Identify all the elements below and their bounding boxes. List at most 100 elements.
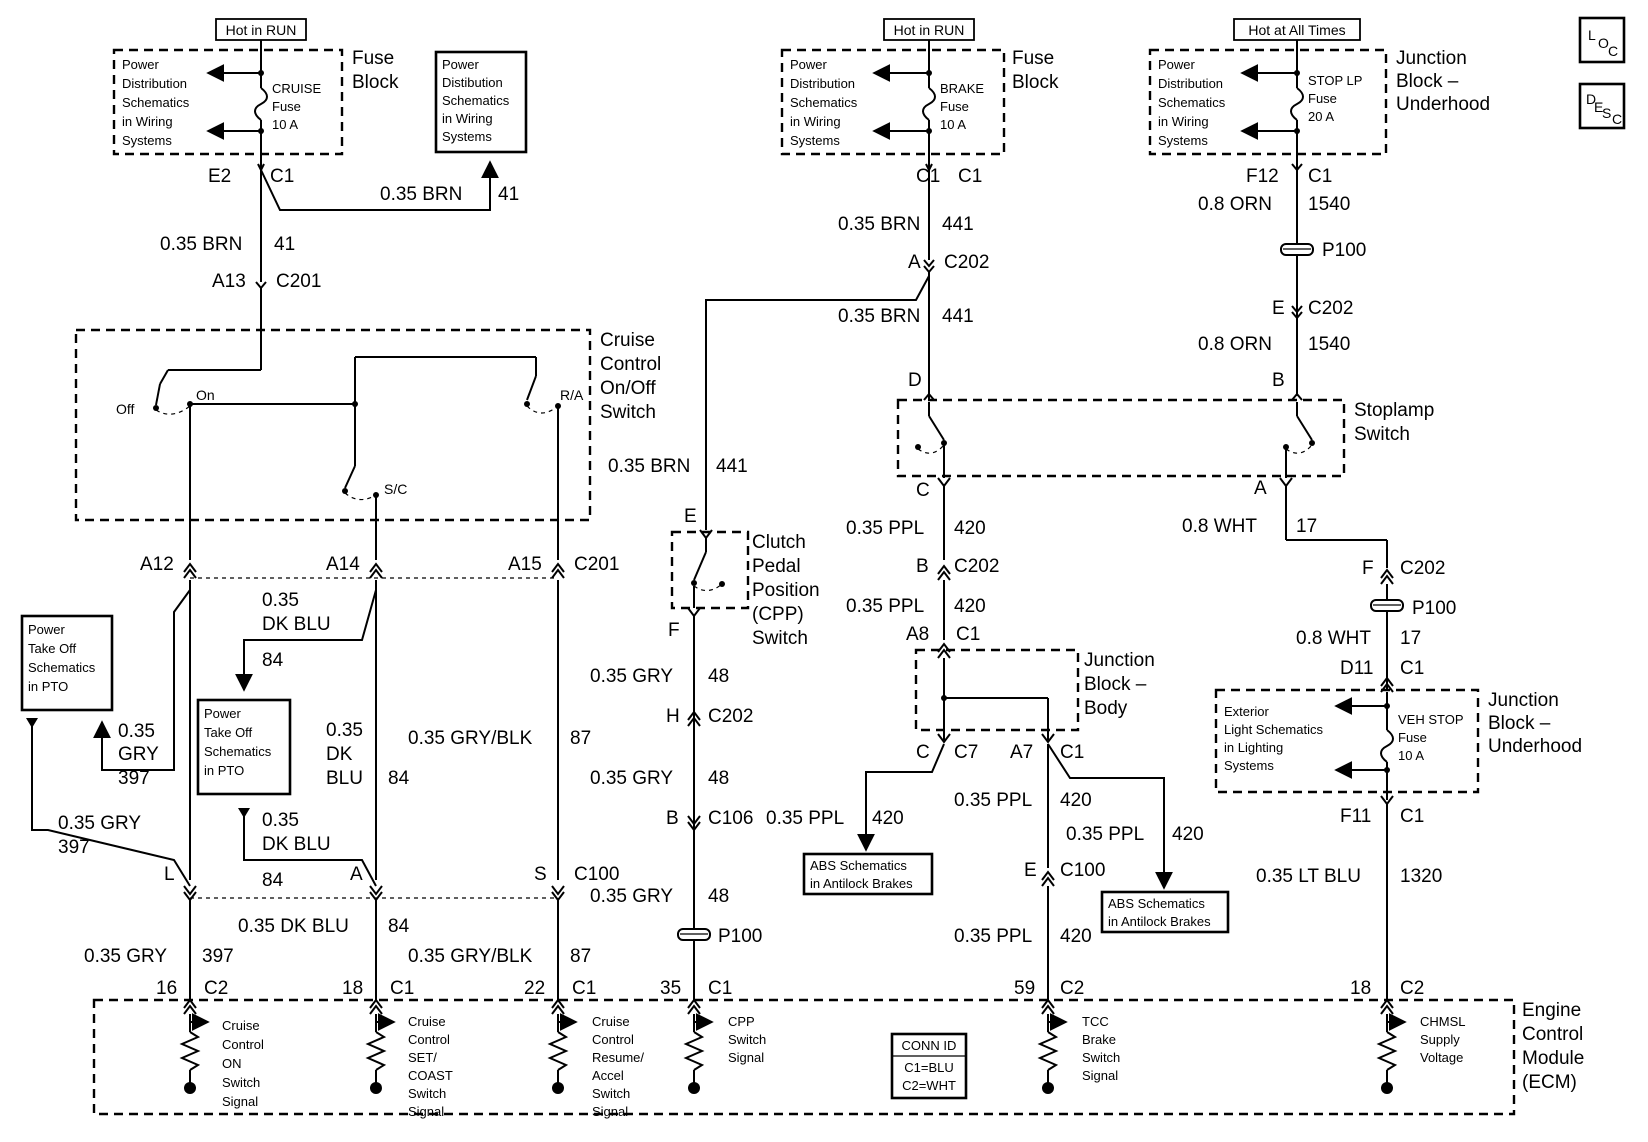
svg-text:18: 18 — [342, 978, 363, 999]
svg-text:On/Off: On/Off — [600, 378, 656, 399]
svg-text:Systems: Systems — [122, 133, 172, 148]
svg-text:A: A — [350, 864, 363, 885]
svg-text:48: 48 — [708, 768, 729, 789]
svg-text:GRY: GRY — [118, 744, 159, 765]
fuse-block-2: Fuse Block Power Distribution Schematics… — [780, 48, 1059, 170]
abs-ref-box-1[interactable]: ABS Schematics in Antilock Brakes — [802, 852, 934, 896]
svg-text:A12: A12 — [140, 554, 174, 575]
abs-ref-box-2[interactable]: ABS Schematics in Antilock Brakes — [1100, 890, 1230, 934]
svg-text:in Wiring: in Wiring — [122, 114, 173, 129]
svg-text:in Lighting: in Lighting — [1224, 740, 1283, 755]
svg-text:0.35 GRY: 0.35 GRY — [84, 946, 167, 967]
svg-text:20 A: 20 A — [1308, 109, 1334, 124]
svg-text:0.8 WHT: 0.8 WHT — [1296, 628, 1371, 649]
svg-text:SET/: SET/ — [408, 1050, 437, 1065]
pto-ref-box-mid[interactable]: Power Take Off Schematics in PTO — [196, 698, 292, 796]
svg-text:C202: C202 — [944, 252, 989, 273]
svg-text:10 A: 10 A — [1398, 748, 1424, 763]
svg-text:On: On — [196, 387, 215, 403]
svg-text:441: 441 — [942, 214, 974, 235]
ecm-pin-22: Cruise Control Resume/ Accel Switch Sign… — [547, 998, 644, 1119]
svg-text:S/C: S/C — [384, 481, 407, 497]
svg-text:35: 35 — [660, 978, 681, 999]
junction-block-body: Junction Block – Body — [914, 648, 1155, 732]
svg-text:0.8 ORN: 0.8 ORN — [1198, 194, 1272, 215]
circuit-48 — [677, 616, 711, 1000]
svg-text:Take Off: Take Off — [204, 725, 253, 740]
svg-text:C1: C1 — [956, 624, 980, 645]
svg-text:in Wiring: in Wiring — [1158, 114, 1209, 129]
svg-text:0.35 LT BLU: 0.35 LT BLU — [1256, 866, 1361, 887]
svg-text:Block –: Block – — [1084, 674, 1147, 695]
svg-text:E: E — [1594, 99, 1603, 115]
svg-text:A8: A8 — [906, 624, 929, 645]
svg-text:P100: P100 — [1412, 598, 1456, 619]
power-distribution-ref-box[interactable]: Power Distibution Schematics in Wiring S… — [434, 50, 528, 154]
svg-text:0.35 DK BLU: 0.35 DK BLU — [238, 916, 349, 937]
svg-text:E: E — [684, 506, 697, 527]
svg-text:C: C — [916, 742, 930, 763]
svg-text:DK BLU: DK BLU — [262, 834, 331, 855]
svg-text:B: B — [916, 556, 929, 577]
svg-text:0.8 ORN: 0.8 ORN — [1198, 334, 1272, 355]
circuit-87 — [551, 580, 565, 1000]
svg-text:0.35 GRY: 0.35 GRY — [590, 666, 673, 687]
svg-text:17: 17 — [1400, 628, 1421, 649]
svg-text:Power: Power — [122, 57, 160, 72]
svg-text:0.35 BRN: 0.35 BRN — [160, 234, 242, 255]
svg-text:DK: DK — [326, 744, 353, 765]
svg-text:Hot at All Times: Hot at All Times — [1248, 22, 1345, 38]
svg-text:87: 87 — [570, 946, 591, 967]
svg-text:441: 441 — [716, 456, 748, 477]
svg-text:Junction: Junction — [1084, 650, 1155, 671]
svg-text:TCC: TCC — [1082, 1014, 1109, 1029]
svg-text:CPP: CPP — [728, 1014, 755, 1029]
svg-text:Supply: Supply — [1420, 1032, 1460, 1047]
svg-text:41: 41 — [498, 184, 519, 205]
svg-text:18: 18 — [1350, 978, 1371, 999]
svg-text:C1: C1 — [270, 166, 294, 187]
svg-text:0.35 PPL: 0.35 PPL — [954, 926, 1032, 947]
svg-text:0.35: 0.35 — [262, 810, 299, 831]
svg-text:Signal: Signal — [1082, 1068, 1118, 1083]
svg-text:Resume/: Resume/ — [592, 1050, 644, 1065]
svg-text:Switch: Switch — [222, 1075, 260, 1090]
svg-text:Switch: Switch — [1354, 424, 1410, 445]
svg-text:Brake: Brake — [1082, 1032, 1116, 1047]
svg-text:397: 397 — [118, 768, 150, 789]
svg-text:C2: C2 — [1400, 978, 1424, 999]
svg-text:VEH STOP: VEH STOP — [1398, 712, 1464, 727]
svg-text:C7: C7 — [954, 742, 978, 763]
svg-text:S: S — [1602, 105, 1611, 121]
svg-text:Underhood: Underhood — [1488, 736, 1582, 757]
pto-ref-box-left[interactable]: Power Take Off Schematics in PTO — [20, 614, 114, 712]
svg-text:in PTO: in PTO — [204, 763, 244, 778]
svg-text:Schematics: Schematics — [204, 744, 272, 759]
svg-text:0.35 BRN: 0.35 BRN — [838, 306, 920, 327]
svg-text:Body: Body — [1084, 698, 1128, 719]
svg-text:H: H — [666, 706, 680, 727]
svg-text:Hot in RUN: Hot in RUN — [894, 22, 965, 38]
ecm-pin-16: Cruise Control ON Switch Signal — [179, 998, 264, 1109]
hot-in-run-tag-2: Hot in RUN — [883, 18, 975, 41]
svg-text:397: 397 — [58, 837, 90, 858]
circuit-1320 — [1380, 795, 1394, 1000]
svg-text:17: 17 — [1296, 516, 1317, 537]
svg-text:22: 22 — [524, 978, 545, 999]
svg-text:84: 84 — [262, 650, 284, 671]
svg-text:59: 59 — [1014, 978, 1035, 999]
svg-text:C100: C100 — [574, 864, 619, 885]
svg-text:F12: F12 — [1246, 166, 1279, 187]
svg-text:in Antilock Brakes: in Antilock Brakes — [810, 876, 913, 891]
svg-text:397: 397 — [202, 946, 234, 967]
svg-text:48: 48 — [708, 666, 729, 687]
circuit-84 — [235, 580, 383, 1000]
svg-text:Control: Control — [600, 354, 661, 375]
svg-text:CHMSL: CHMSL — [1420, 1014, 1466, 1029]
svg-text:Distibution: Distibution — [442, 75, 503, 90]
svg-text:420: 420 — [1060, 926, 1092, 947]
svg-text:0.35 GRY: 0.35 GRY — [58, 813, 141, 834]
cruise-control-switch: Cruise Control On/Off Switch Off On R/A … — [74, 328, 661, 560]
svg-text:in Antilock Brakes: in Antilock Brakes — [1108, 914, 1211, 929]
